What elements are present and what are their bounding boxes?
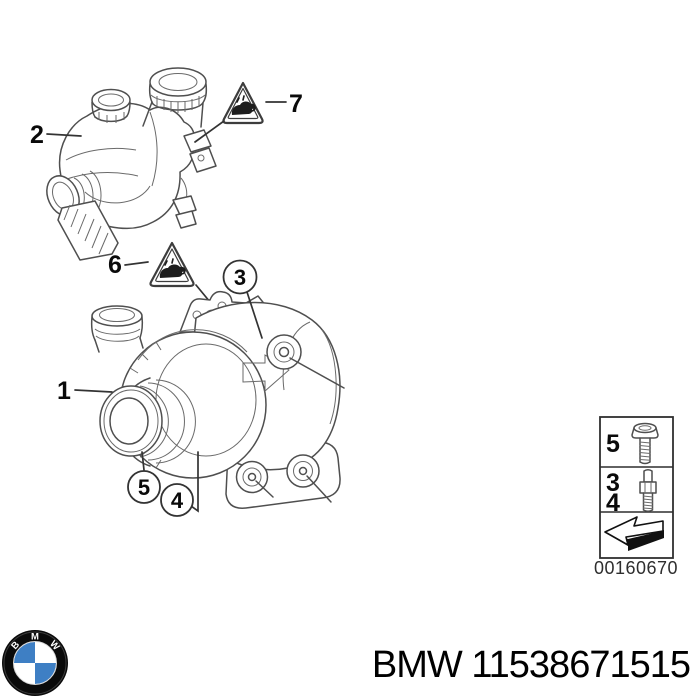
legend-label-5: 5: [606, 430, 620, 458]
callout-1: 1: [57, 377, 71, 405]
logo-quadrant-blue-tl: [14, 642, 35, 663]
callout-4: 4: [171, 488, 184, 513]
callout-3: 3: [234, 265, 246, 290]
diagram-number: 00160670: [594, 558, 678, 578]
leader-line-6: [124, 261, 149, 266]
warning-triangle-7: [222, 81, 264, 125]
legend-box: 5 3 4: [599, 416, 674, 559]
crush-hazard-icon: [159, 258, 186, 278]
leader-line-5: [141, 451, 145, 471]
leader-line-3: [246, 291, 263, 339]
direction-arrow-icon: [604, 516, 664, 551]
leader-line-7b: [194, 120, 225, 143]
leader-line-4: [190, 451, 199, 513]
leader-line-2: [46, 133, 82, 137]
stud-bolt-icon: [639, 469, 657, 512]
leader-line-1: [74, 389, 113, 393]
legend-label-4: 4: [606, 489, 620, 517]
hex-flange-bolt-icon: [631, 422, 659, 465]
parts-diagram-svg: 2 7 6: [30, 67, 678, 578]
legend-label-3: 3: [606, 469, 620, 497]
thermostat-assembly-drawing: [46, 67, 217, 261]
callout-circle-3: [222, 259, 258, 295]
bmw-roundel-logo: B M W: [2, 630, 68, 696]
callout-2: 2: [30, 121, 44, 149]
legend-row-bolt5: 5: [606, 422, 659, 465]
logo-letter-m: M: [31, 632, 39, 643]
callout-7: 7: [289, 90, 303, 118]
crush-hazard-icon: [231, 95, 256, 115]
logo-quadrant-blue-br: [35, 663, 56, 684]
water-pump-drawing: [90, 290, 345, 509]
warning-triangle-6: [149, 241, 195, 288]
callout-circle-4: [160, 483, 194, 517]
part-number-label: BMW 11538671515: [371, 644, 691, 686]
callout-5: 5: [138, 475, 150, 500]
legend-row-stud34: 3 4: [606, 469, 657, 517]
callout-circle-5: [127, 470, 161, 504]
callout-6: 6: [108, 251, 122, 279]
